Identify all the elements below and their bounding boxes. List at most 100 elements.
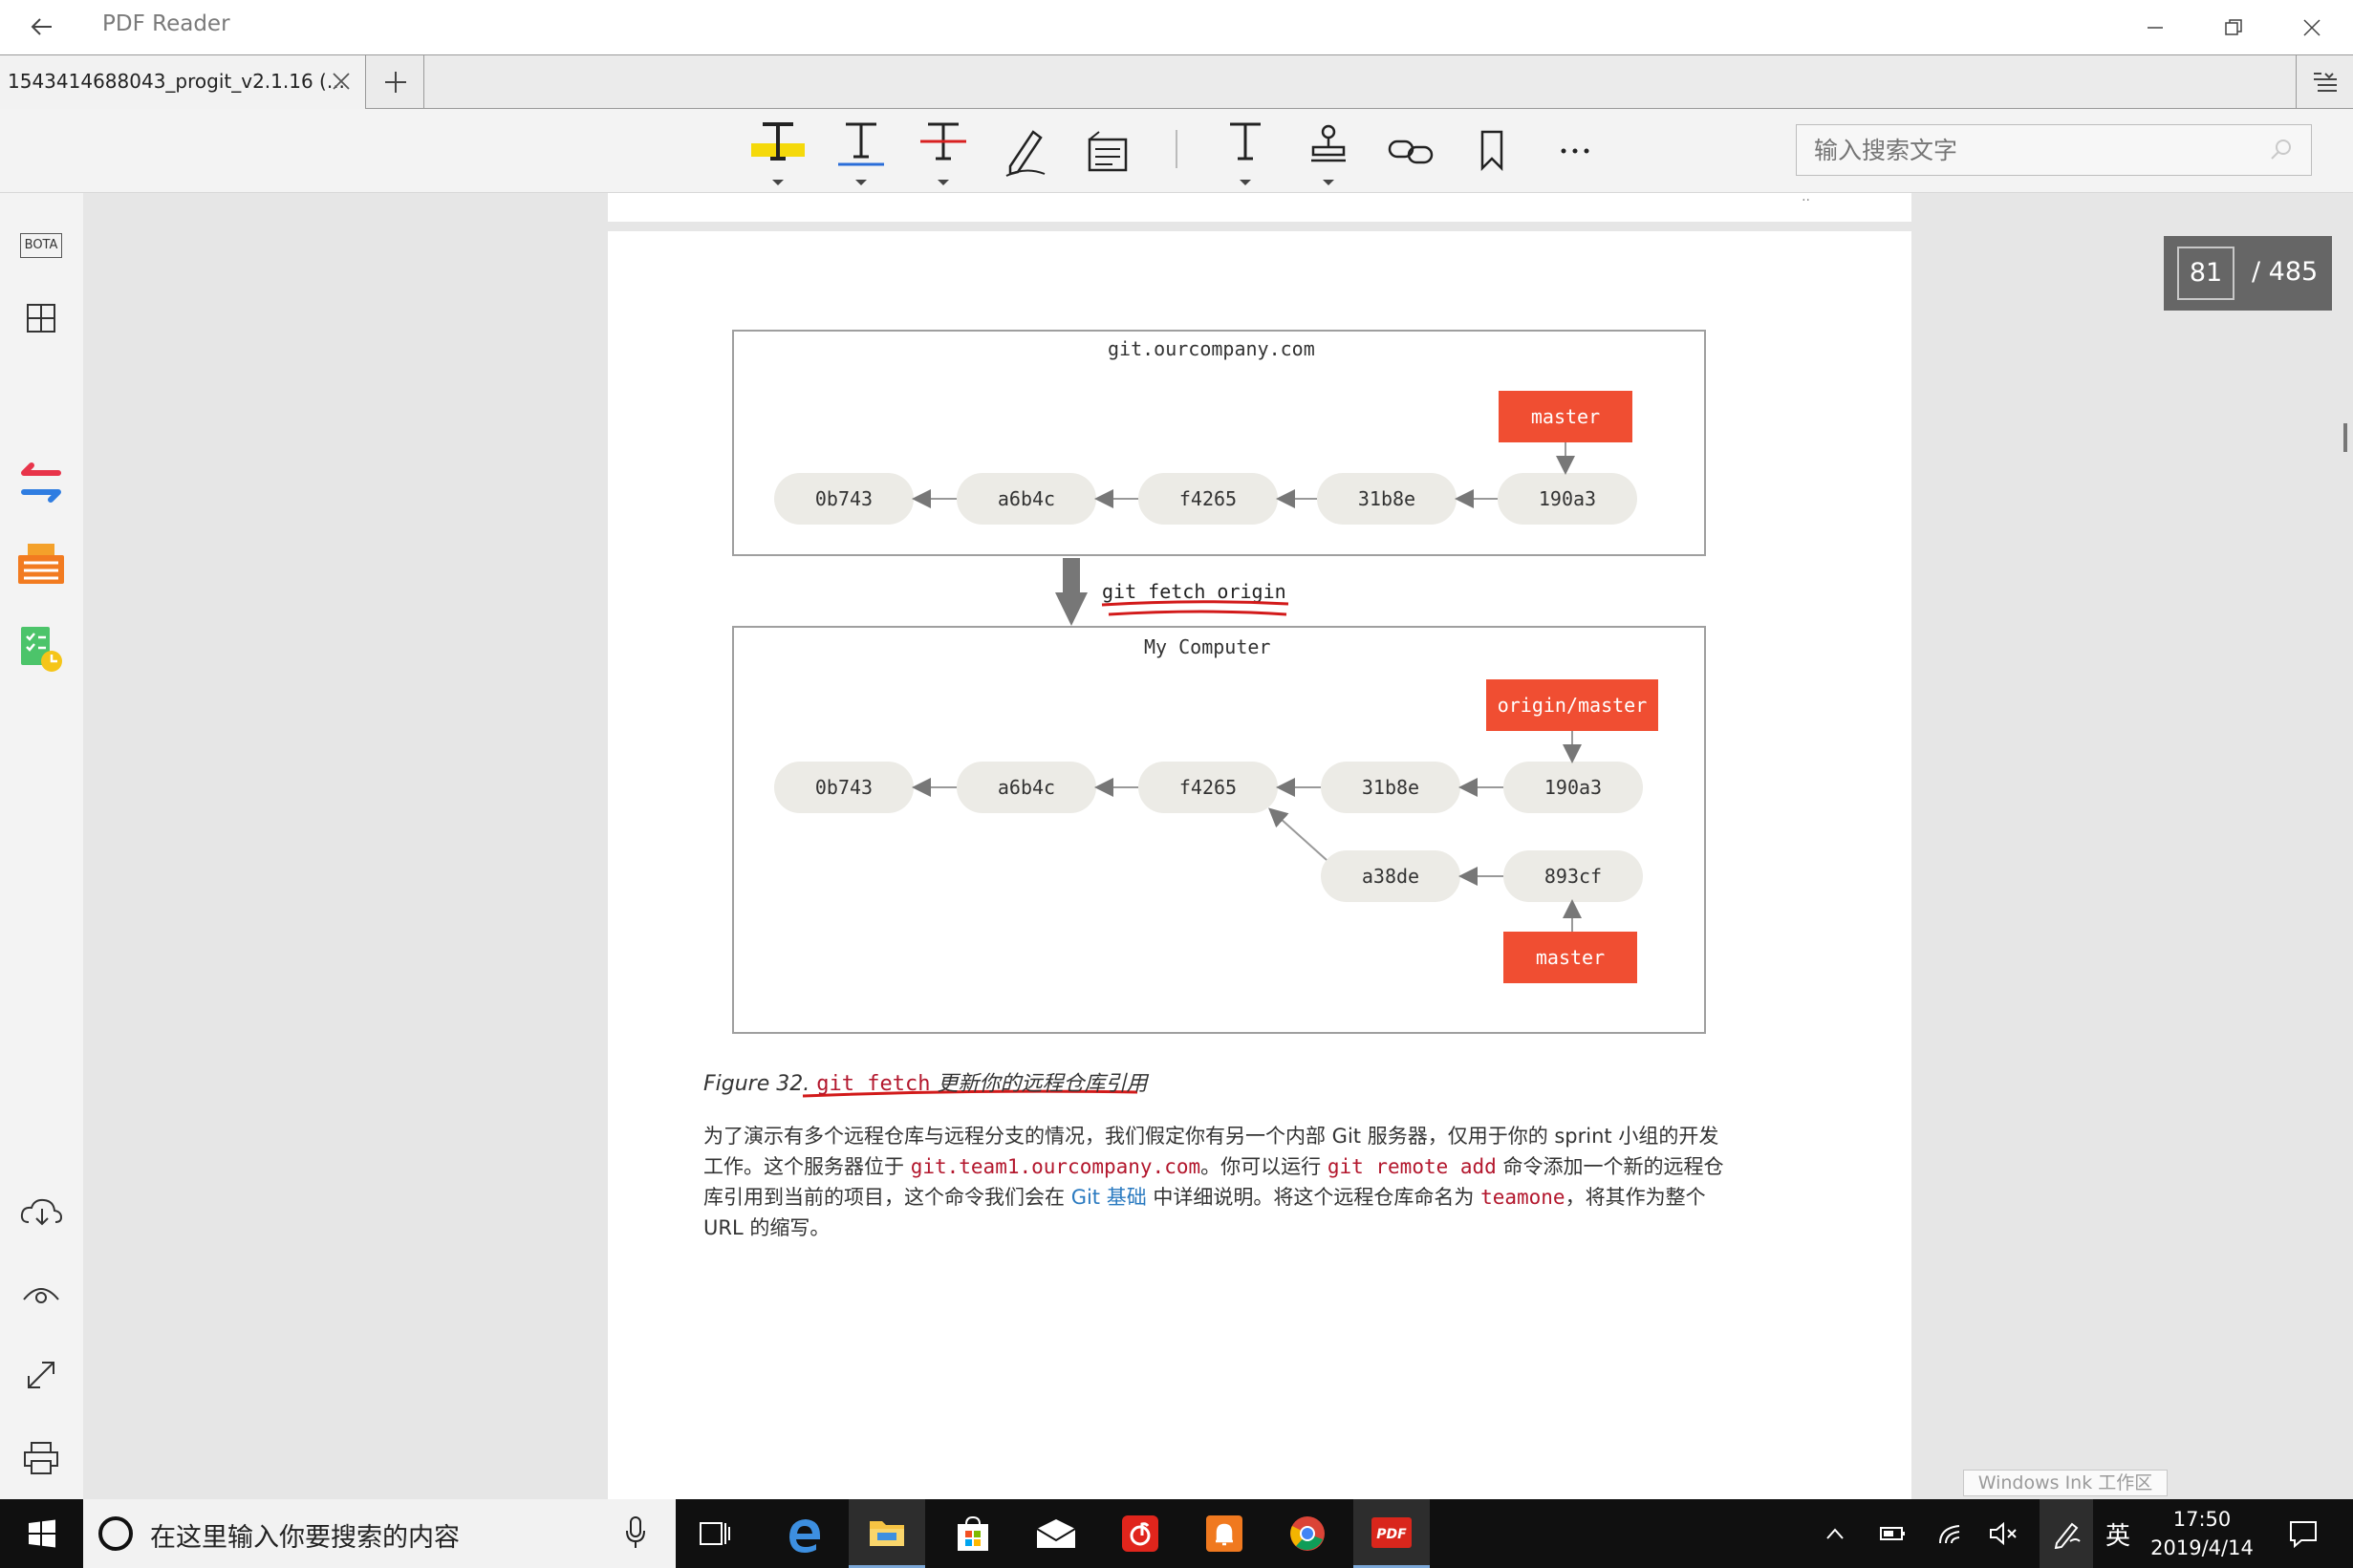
system-clock[interactable]: 17:50 2019/4/14	[2145, 1505, 2259, 1562]
windows-ink-workspace-label[interactable]: Windows Ink 工作区	[1963, 1470, 2168, 1496]
pen-icon	[1005, 130, 1046, 177]
print-button[interactable]	[11, 1428, 71, 1488]
search-icon[interactable]	[2269, 138, 2294, 166]
app-title: PDF Reader	[102, 11, 230, 36]
strikethrough-text-icon	[920, 122, 966, 185]
cloud-download-button[interactable]	[11, 1183, 71, 1242]
plus-icon	[384, 72, 406, 93]
freehand-pen-tool[interactable]	[997, 118, 1054, 191]
tab-title: 1543414688043_progit_v2.1.16 (...	[8, 70, 345, 93]
note-tool[interactable]	[1080, 118, 1137, 191]
total-pages: / 485	[2252, 257, 2319, 287]
bota-panel-button[interactable]: BOTA	[11, 216, 71, 275]
volume-control[interactable]	[1982, 1499, 2024, 1568]
text-box-tool[interactable]	[1217, 118, 1274, 191]
checklist-clock-icon	[21, 627, 62, 672]
current-page-input[interactable]: 81	[2177, 247, 2234, 300]
convert-button[interactable]	[11, 453, 71, 512]
printer-icon	[24, 1442, 58, 1474]
wifi-icon	[1939, 1525, 1960, 1544]
strikethrough-tool[interactable]	[915, 118, 972, 191]
toolbar-divider	[1176, 130, 1177, 168]
search-input[interactable]	[1796, 124, 2312, 176]
highlight-tool[interactable]	[749, 118, 807, 191]
fullscreen-button[interactable]	[11, 1345, 71, 1405]
scrollbar-thumb[interactable]	[2343, 423, 2347, 452]
close-icon	[2303, 18, 2321, 36]
restore-icon	[2225, 18, 2242, 35]
bookmark-tool[interactable]	[1463, 118, 1521, 191]
start-button[interactable]	[0, 1499, 83, 1568]
clock-time: 17:50	[2172, 1508, 2232, 1531]
speaker-muted-icon	[1990, 1522, 2017, 1545]
netease-music-button[interactable]	[1102, 1499, 1178, 1568]
underline-tool[interactable]	[832, 118, 890, 191]
ink-pen-icon	[2054, 1522, 2081, 1549]
more-tools-button[interactable]	[1546, 118, 1604, 191]
edge-browser-button[interactable]	[766, 1499, 842, 1568]
para-code: git.team1.ourcompany.com	[910, 1155, 1201, 1178]
task-view-icon	[700, 1522, 730, 1545]
taskbar-search-box[interactable]: 在这里输入你要搜索的内容	[83, 1499, 676, 1568]
close-window-button[interactable]	[2273, 0, 2351, 54]
music-app-icon	[1122, 1515, 1158, 1552]
link-tool[interactable]	[1382, 118, 1439, 191]
pdf-page	[608, 231, 1911, 1499]
microphone-icon[interactable]	[624, 1514, 647, 1555]
task-checklist-button[interactable]	[11, 618, 71, 677]
caption-prefix: Figure 32.	[703, 1072, 817, 1096]
caption-code: git fetch	[816, 1072, 931, 1096]
tab-bar: 1543414688043_progit_v2.1.16 (...	[0, 54, 2353, 109]
link-icon	[1388, 140, 1434, 164]
notification-app-button[interactable]	[1186, 1499, 1263, 1568]
restore-button[interactable]	[2194, 0, 2273, 54]
tab-close-icon[interactable]	[329, 69, 354, 94]
previous-page-bottom: ..	[608, 189, 1911, 222]
cortana-icon	[98, 1516, 133, 1551]
highlight-text-icon	[751, 122, 805, 185]
folder-icon	[870, 1520, 904, 1546]
para-text: 。你可以运行	[1200, 1155, 1328, 1178]
reading-mode-button[interactable]	[11, 1263, 71, 1322]
document-tab[interactable]: 1543414688043_progit_v2.1.16 (...	[0, 55, 366, 109]
battery-status[interactable]	[1873, 1499, 1911, 1568]
para-code: teamone	[1480, 1186, 1565, 1209]
note-icon	[1088, 131, 1128, 172]
para-text: 为了演示有多个远程仓库与远程分支的情况，我们假定你有另一个内部 Git 服务器，…	[703, 1125, 1719, 1178]
show-hidden-icons-button[interactable]	[1816, 1499, 1854, 1568]
document-viewer[interactable]: ..	[83, 189, 2353, 1499]
task-view-button[interactable]	[677, 1499, 753, 1568]
minimize-icon	[2148, 26, 2163, 29]
tab-list-button[interactable]	[2296, 55, 2353, 109]
cloud-download-icon	[20, 1198, 63, 1226]
title-bar: PDF Reader	[0, 0, 2353, 54]
new-tab-button[interactable]	[367, 55, 424, 109]
figure-caption: Figure 32. git fetch 更新你的远程仓库引用	[703, 1066, 1147, 1097]
minimize-button[interactable]	[2116, 0, 2194, 54]
chrome-button[interactable]	[1269, 1499, 1346, 1568]
file-explorer-button[interactable]	[849, 1499, 925, 1568]
clock-date: 2019/4/14	[2150, 1536, 2254, 1559]
chevron-up-icon	[1826, 1528, 1844, 1539]
annotation-toolbar	[0, 109, 2353, 193]
store-bag-icon	[958, 1515, 988, 1551]
mail-button[interactable]	[1018, 1499, 1094, 1568]
para-code: git remote add	[1327, 1155, 1497, 1178]
stamp-tool[interactable]	[1300, 118, 1357, 191]
windows-ink-button[interactable]	[2040, 1499, 2093, 1568]
thumbnail-view-button[interactable]	[11, 289, 71, 348]
stamp-icon	[1311, 124, 1346, 185]
store-button[interactable]	[935, 1499, 1011, 1568]
fax-button[interactable]	[11, 535, 71, 594]
pdf-reader-taskbar-button[interactable]: PDF	[1353, 1499, 1430, 1568]
network-status[interactable]	[1931, 1499, 1969, 1568]
back-arrow-icon[interactable]	[27, 11, 57, 42]
input-method-indicator[interactable]: 英	[2105, 1521, 2130, 1551]
underline-text-icon	[838, 122, 884, 185]
para-link[interactable]: Git 基础	[1070, 1186, 1147, 1209]
text-icon	[1230, 122, 1261, 185]
action-center-button[interactable]	[2275, 1499, 2332, 1568]
taskbar-search-placeholder: 在这里输入你要搜索的内容	[150, 1523, 460, 1553]
caption-text: 更新你的远程仓库引用	[930, 1072, 1148, 1096]
para-text: ，将其作为整个 URL 的缩写。	[703, 1186, 1706, 1239]
